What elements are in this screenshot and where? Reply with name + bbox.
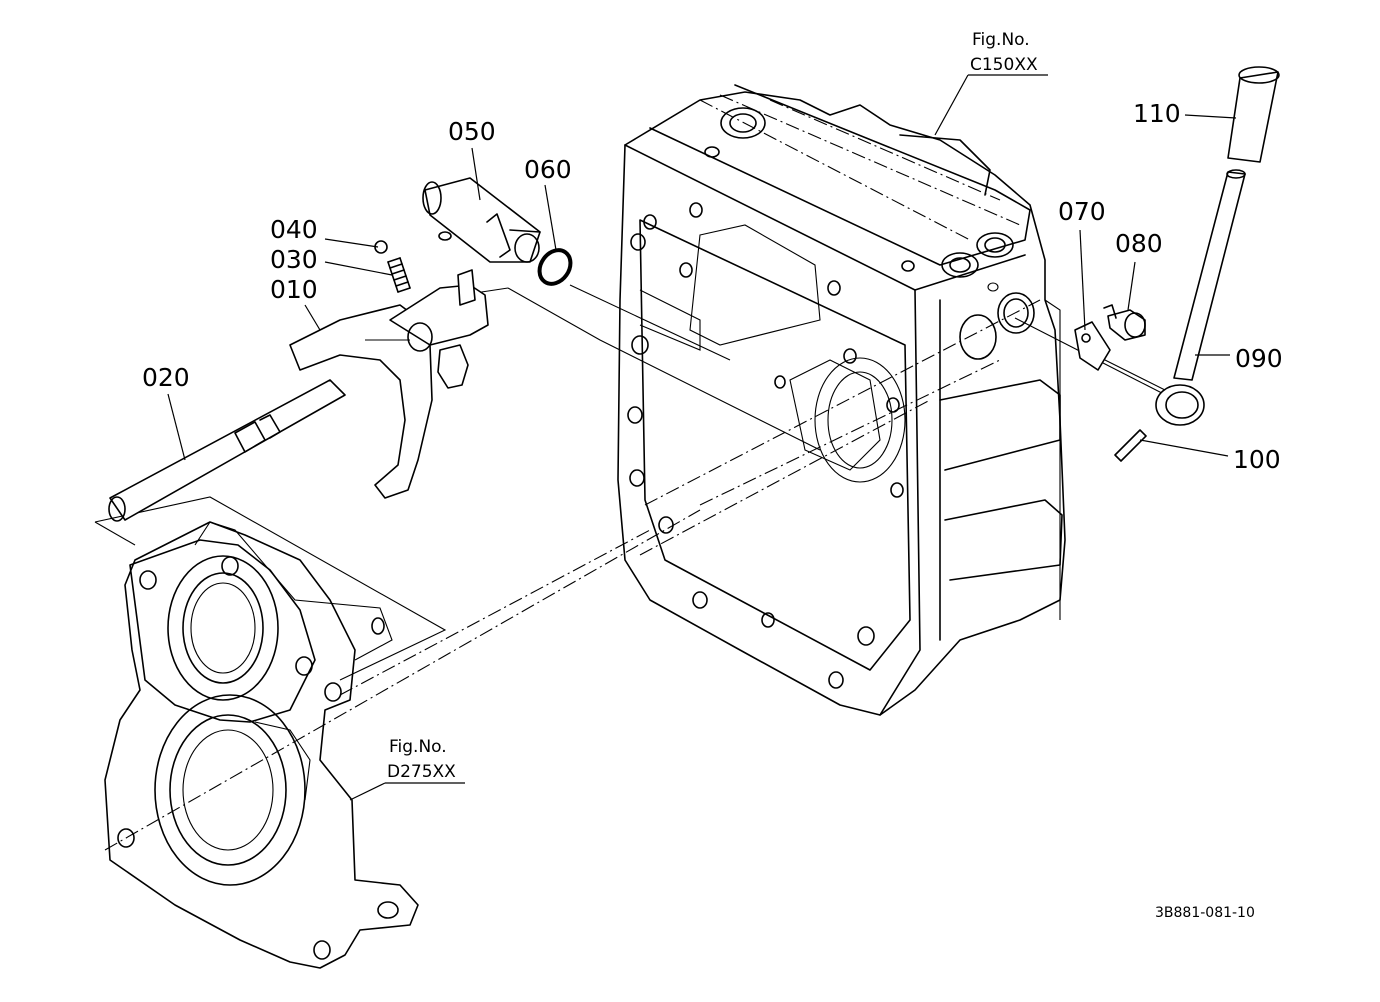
drawing-number: 3B881-081-10 <box>1155 905 1255 921</box>
callout-040: 040 <box>270 215 318 244</box>
centerlines <box>104 94 1041 851</box>
part-110-grip <box>1227 66 1280 163</box>
part-070-plate <box>1074 321 1111 371</box>
leader-lines <box>167 74 1237 801</box>
part-060-o-ring <box>537 248 573 286</box>
callout-030: 030 <box>270 245 318 274</box>
part-090-lever <box>1155 169 1246 426</box>
callout-060: 060 <box>524 155 572 184</box>
part-100-pin <box>1114 429 1147 462</box>
callout-110: 110 <box>1133 99 1181 128</box>
front-cover <box>104 521 419 969</box>
fig-ref-lower-label: Fig.No. <box>389 737 447 757</box>
callout-020: 020 <box>142 363 190 392</box>
fig-ref-lower-code: D275XX <box>387 762 456 782</box>
callout-090: 090 <box>1235 344 1283 373</box>
callout-070: 070 <box>1058 197 1106 226</box>
part-050-shift-shaft <box>422 177 541 263</box>
callout-080: 080 <box>1115 229 1163 258</box>
part-020-shift-rod <box>108 379 346 522</box>
part-080-bolt <box>1103 304 1146 341</box>
transmission-case <box>617 84 1066 716</box>
callout-010: 010 <box>270 275 318 304</box>
part-030-spring <box>387 257 411 293</box>
callout-100: 100 <box>1233 445 1281 474</box>
fig-ref-upper-code: C150XX <box>970 55 1038 75</box>
callout-050: 050 <box>448 117 496 146</box>
part-010-shift-fork <box>289 269 489 499</box>
fig-ref-upper-label: Fig.No. <box>972 30 1030 50</box>
